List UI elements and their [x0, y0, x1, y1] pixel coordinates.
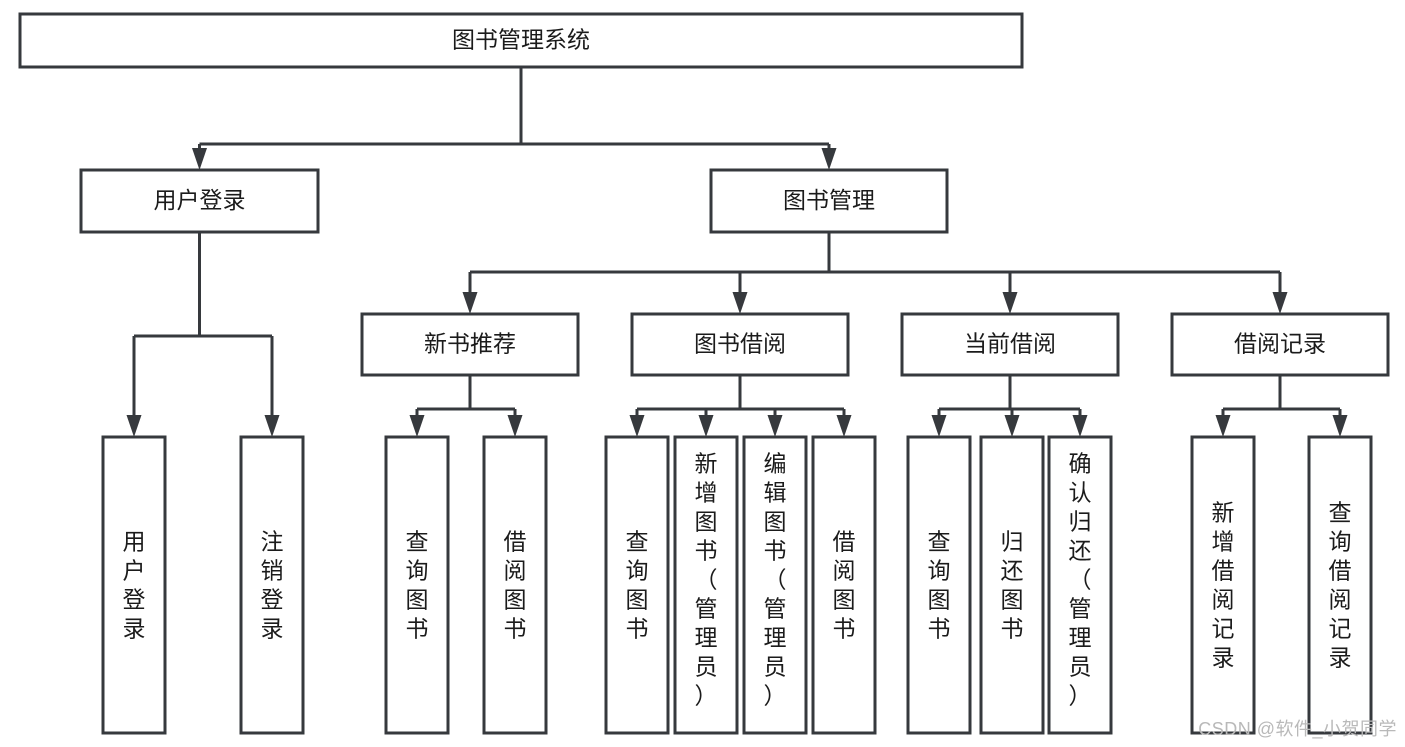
node-root[interactable]: 图书管理系统	[18, 12, 1024, 69]
node-leaf-return-book[interactable]: 归还图书	[979, 435, 1045, 735]
node-label: 用户登录	[154, 187, 246, 213]
node-box	[709, 168, 949, 234]
arrow-head-icon	[767, 415, 783, 437]
node-leaf-borrow-book-new[interactable]: 借阅图书	[482, 435, 548, 735]
arrow-head-icon	[264, 415, 280, 437]
node-label: 新书推荐	[424, 331, 516, 357]
node-leaf-add-record[interactable]: 新增借阅记录	[1190, 435, 1256, 735]
node-leaf-query-book-cur[interactable]: 查询图书	[906, 435, 972, 735]
arrow-head-icon	[1002, 292, 1018, 314]
arrow-head-icon	[732, 292, 748, 314]
arrow-head-icon	[192, 148, 207, 170]
node-box	[101, 435, 167, 735]
arrow-head-icon	[821, 148, 837, 170]
node-layer: 图书管理系统用户登录图书管理新书推荐图书借阅当前借阅借阅记录用户登录注销登录查询…	[18, 12, 1390, 735]
csdn-watermark: CSDN @软件_小贺同学	[1198, 719, 1397, 739]
arrow-head-icon	[1004, 415, 1020, 437]
node-l2-user-login[interactable]: 用户登录	[79, 168, 320, 234]
node-label: 编辑图书（管理员）	[764, 451, 787, 709]
node-leaf-add-book[interactable]: 新增图书（管理员）	[673, 435, 739, 735]
node-label: 查询借阅记录	[1329, 500, 1352, 671]
node-label: 注销登录	[261, 529, 284, 642]
node-box	[1047, 435, 1113, 735]
node-leaf-query-book-new[interactable]: 查询图书	[384, 435, 450, 735]
node-label: 借阅图书	[504, 529, 527, 642]
node-label: 确认归还（管理员）	[1069, 451, 1092, 709]
node-label: 查询图书	[626, 529, 649, 642]
node-leaf-query-book[interactable]: 查询图书	[604, 435, 670, 735]
node-box	[906, 435, 972, 735]
node-box	[630, 312, 850, 377]
node-leaf-borrow-book[interactable]: 借阅图书	[811, 435, 877, 735]
node-box	[1170, 312, 1390, 377]
node-label: 借阅图书	[833, 529, 856, 642]
arrow-head-icon	[629, 415, 645, 437]
arrow-head-icon	[1332, 415, 1348, 437]
node-leaf-user-login[interactable]: 用户登录	[101, 435, 167, 735]
node-box	[1190, 435, 1256, 735]
node-box	[79, 168, 320, 234]
node-label: 图书借阅	[694, 331, 786, 357]
node-box	[742, 435, 808, 735]
arrow-head-icon	[507, 415, 523, 437]
node-label: 图书管理	[783, 187, 875, 213]
arrow-head-icon	[931, 415, 947, 437]
node-label: 当前借阅	[964, 331, 1056, 357]
node-box	[384, 435, 450, 735]
node-l2-book-manage[interactable]: 图书管理	[709, 168, 949, 234]
node-label: 新增借阅记录	[1212, 500, 1235, 671]
node-label: 用户登录	[123, 529, 146, 642]
edge-layer	[126, 67, 1348, 437]
node-box	[900, 312, 1120, 377]
node-leaf-query-record[interactable]: 查询借阅记录	[1307, 435, 1373, 735]
node-box	[811, 435, 877, 735]
arrow-head-icon	[462, 292, 478, 314]
node-box	[18, 12, 1024, 69]
arrow-head-icon	[698, 415, 714, 437]
node-box	[979, 435, 1045, 735]
node-label: 查询图书	[928, 529, 951, 642]
node-leaf-confirm-return[interactable]: 确认归还（管理员）	[1047, 435, 1113, 735]
node-leaf-edit-book[interactable]: 编辑图书（管理员）	[742, 435, 808, 735]
arrow-head-icon	[836, 415, 852, 437]
node-box	[482, 435, 548, 735]
node-label: 归还图书	[1001, 529, 1024, 642]
arrow-head-icon	[1072, 415, 1088, 437]
node-label: 新增图书（管理员）	[695, 451, 718, 709]
arrow-head-icon	[1215, 415, 1231, 437]
node-label: 查询图书	[406, 529, 429, 642]
arrow-head-icon	[126, 415, 142, 437]
node-label: 图书管理系统	[452, 27, 590, 53]
node-label: 借阅记录	[1234, 331, 1326, 357]
node-l3-records[interactable]: 借阅记录	[1170, 312, 1390, 377]
node-l3-current[interactable]: 当前借阅	[900, 312, 1120, 377]
node-box	[604, 435, 670, 735]
node-box	[360, 312, 580, 377]
node-l3-new-book[interactable]: 新书推荐	[360, 312, 580, 377]
arrow-head-icon	[1272, 292, 1288, 314]
node-l3-borrow[interactable]: 图书借阅	[630, 312, 850, 377]
node-box	[1307, 435, 1373, 735]
node-box	[673, 435, 739, 735]
node-box	[239, 435, 305, 735]
arrow-head-icon	[409, 415, 425, 437]
node-leaf-logout[interactable]: 注销登录	[239, 435, 305, 735]
